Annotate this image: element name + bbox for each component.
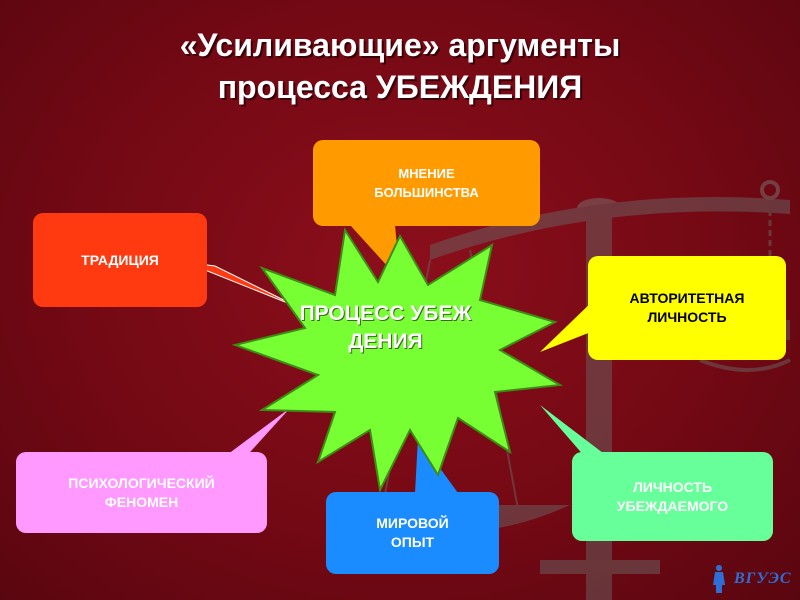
callout-world-experience: МИРОВОЙ ОПЫТ (326, 492, 499, 574)
callout-authority: АВТОРИТЕТНАЯ ЛИЧНОСТЬ (588, 256, 786, 360)
scale-decor-2 (699, 358, 791, 372)
callout-tradition-label: ТРАДИЦИЯ (81, 251, 159, 268)
university-logo: ВГУЭС (708, 563, 796, 595)
center-burst (231, 227, 564, 494)
scale-ring (760, 180, 780, 200)
callout-tradition: ТРАДИЦИЯ (33, 213, 207, 307)
callout-psychological: ПСИХОЛОГИЧЕСКИЙ ФЕНОМЕН (16, 452, 267, 533)
callout-majority-label: МНЕНИЕ БОЛЬШИНСТВА (374, 166, 479, 200)
callout-authority-label: АВТОРИТЕТНАЯ ЛИЧНОСТЬ (629, 290, 745, 325)
callout-psychological-label: ПСИХОЛОГИЧЕСКИЙ ФЕНОМЕН (68, 474, 215, 510)
callout-persuaded-label: ЛИЧНОСТЬ УБЕЖДАЕМОГО (616, 478, 729, 514)
scale-beam (430, 197, 790, 260)
tail-persuaded (540, 405, 620, 466)
title-line-1: «Усиливающие» аргументы (179, 27, 621, 63)
center-label: ПРОЦЕСС УБЕЖДЕНИЯ (299, 302, 472, 353)
tail-authority (540, 298, 596, 352)
title-line-2: процесса УБЕЖДЕНИЯ (217, 69, 583, 105)
callout-persuaded: ЛИЧНОСТЬ УБЕЖДАЕМОГО (572, 452, 773, 541)
callout-majority: МНЕНИЕ БОЛЬШИНСТВА (313, 140, 540, 226)
logo-text: ВГУЭС (734, 570, 792, 587)
scale-base (540, 560, 660, 574)
callout-world-experience-label: МИРОВОЙ ОПЫТ (376, 515, 449, 550)
statue-icon (713, 565, 725, 593)
slide-title: «Усиливающие» аргументы процесса УБЕЖДЕН… (0, 24, 800, 108)
